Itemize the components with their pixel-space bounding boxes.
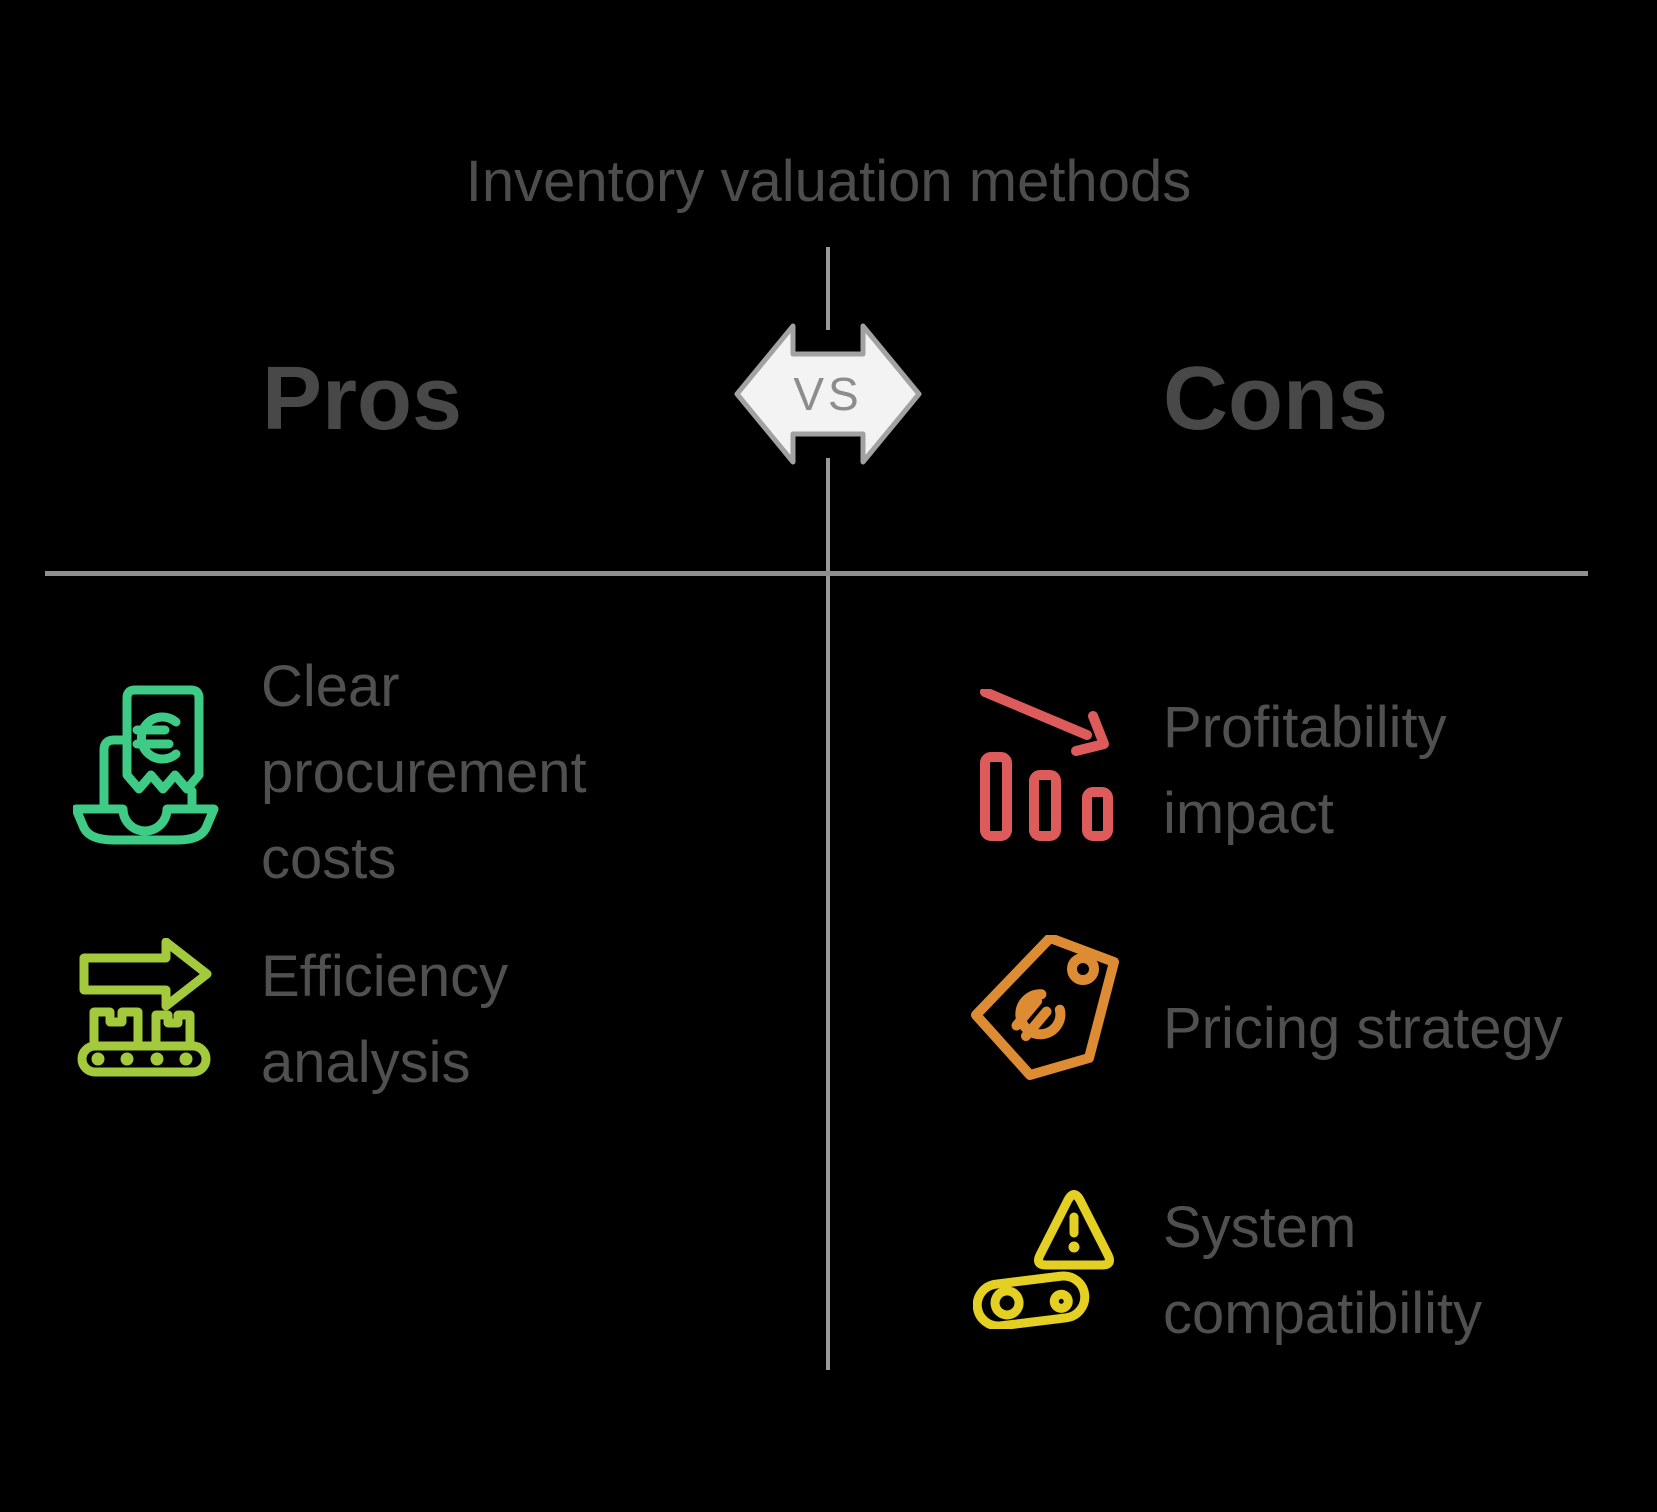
diagram-title: Inventory valuation methods	[465, 149, 1192, 214]
cons-heading: Cons	[1163, 349, 1388, 449]
center-vertical-line-top	[826, 247, 830, 330]
laptop-receipt-euro-icon	[73, 685, 223, 845]
pros-item-label: Clear procurement costs	[261, 654, 587, 891]
declining-bar-chart-icon	[980, 689, 1115, 843]
cons-item-label: Profitability impact	[1163, 695, 1447, 846]
center-vertical-line-bottom	[826, 458, 830, 1370]
horizontal-divider	[45, 571, 1588, 576]
vs-arrow: VS	[734, 323, 922, 465]
pros-heading: Pros	[262, 349, 463, 449]
cons-item-label: Pricing strategy	[1163, 996, 1563, 1061]
vs-arrow-shape	[734, 323, 922, 465]
cons-item-label: System compatibility	[1163, 1195, 1483, 1346]
pros-item-label: Efficiency analysis	[261, 944, 509, 1095]
conveyor-belt-arrow-icon	[74, 938, 214, 1078]
warning-triangle-chain-icon	[973, 1189, 1118, 1329]
vs-label: VS	[793, 368, 862, 420]
price-tag-euro-icon	[971, 935, 1121, 1080]
